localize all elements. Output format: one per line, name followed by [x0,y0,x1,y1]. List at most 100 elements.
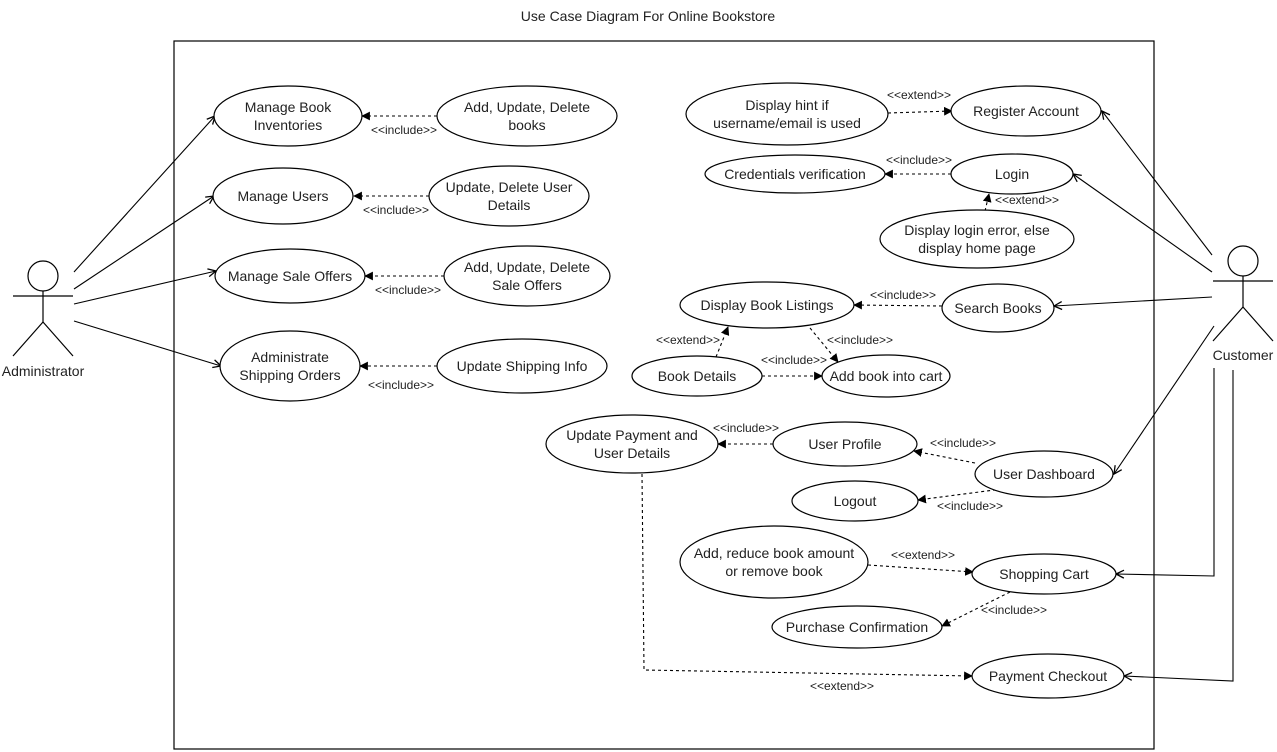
extend-dependency-line [982,193,992,212]
include-label: <<include>> [761,353,827,367]
use-case-shopping-cart: Shopping Cart [971,553,1117,595]
use-case-ellipse [974,450,1114,498]
use-case-label: Add book into cart [830,368,943,384]
include-label: <<include>> [930,436,996,450]
use-case-label: Manage Book [245,99,332,115]
association-customer-shopping-cart [1116,368,1215,576]
actor-right-leg [42,321,74,357]
use-case-label: Display login error, else [904,222,1050,238]
use-case-label: Details [488,197,531,213]
actor-admin: Administrator [2,260,85,379]
use-case-ellipse [772,421,918,467]
use-case-label: books [508,117,545,133]
use-case-ellipse [436,338,608,394]
include-dependency-line [917,488,1003,504]
actor-label: Administrator [2,363,85,379]
actor-head [1227,245,1259,277]
association-customer-login [1073,174,1213,273]
use-case-add-to-cart: Add book into cart [821,354,951,398]
use-case-label: Shipping Orders [239,367,340,383]
association-customer-payment-checkout [1124,370,1234,682]
use-case-ellipse [214,248,366,304]
actor-head [27,260,59,292]
use-case-user-dashboard: User Dashboard [974,450,1114,498]
extend-dependency-line [887,106,953,116]
use-case-label: User Profile [808,436,881,452]
association-admin-manage-users [73,196,214,290]
use-case-logout: Logout [791,480,919,522]
include-label: <<include>> [827,333,893,347]
actor-left-leg [12,321,44,357]
include-dependency-line [913,448,976,464]
include-label: <<include>> [375,283,441,297]
use-case-label: Search Books [954,300,1041,316]
actor-label: Customer [1213,347,1274,363]
use-case-label: Update, Delete User [446,179,573,195]
use-case-ellipse [771,605,943,649]
use-case-user-profile: User Profile [772,421,918,467]
extend-label: <<extend>> [656,333,720,347]
use-case-label: Manage Sale Offers [228,268,352,284]
actor-right-leg [1242,306,1274,342]
use-case-label: Sale Offers [492,277,562,293]
use-case-login-error: Display login error, else display home pa… [879,209,1075,269]
use-case-ellipse [971,653,1125,699]
use-case-ellipse [428,165,590,227]
use-case-label: or remove book [725,563,823,579]
include-label: <<include>> [371,123,437,137]
use-case-ellipse [213,85,363,147]
use-case-register-account: Register Account [950,85,1102,137]
use-case-label: display home page [918,240,1036,256]
include-dependency-line [941,591,1011,627]
actor-customer: Customer [1212,245,1274,363]
use-case-ellipse [212,167,354,225]
use-case-ellipse [821,354,951,398]
use-case-label: Shopping Cart [999,566,1089,582]
use-case-display-listings: Display Book Listings [679,281,855,329]
extend-label: <<extend>> [995,193,1059,207]
use-case-label: Credentials verification [724,166,866,182]
use-case-label: Logout [834,493,877,509]
use-case-label: Administrate [251,349,329,365]
use-case-ellipse [631,355,763,397]
use-case-ellipse [950,153,1074,195]
use-case-search-books: Search Books [941,283,1055,333]
use-case-label: Book Details [658,368,737,384]
use-case-label: Inventories [254,117,322,133]
use-case-ellipse [879,209,1075,269]
use-case-label: User Dashboard [993,466,1095,482]
use-case-label: Payment Checkout [989,668,1107,684]
include-label: <<include>> [937,499,1003,513]
use-case-book-details: Book Details [631,355,763,397]
use-case-label: username/email is used [713,115,861,131]
use-case-credentials-verification: Credentials verification [704,154,886,194]
include-label: <<include>> [886,153,952,167]
extend-dependency-line [641,473,973,681]
use-case-label: Login [995,166,1029,182]
use-case-label: Add, Update, Delete [464,259,590,275]
include-dependency-line [853,300,943,310]
use-case-ellipse [685,82,889,146]
use-case-label: Manage Users [237,188,328,204]
association-admin-manage-inventories [73,116,215,273]
use-case-label: Purchase Confirmation [786,619,928,635]
association-customer-search-books [1054,296,1213,306]
use-case-login: Login [950,153,1074,195]
system-boundary [173,40,1155,750]
actor-left-leg [1212,306,1244,342]
use-case-ellipse [791,480,919,522]
use-case-ellipse [971,553,1117,595]
include-label: <<include>> [363,203,429,217]
use-case-ellipse [704,154,886,194]
include-label: <<include>> [870,288,936,302]
use-case-ellipse [443,245,611,307]
use-case-ellipse [545,414,719,474]
